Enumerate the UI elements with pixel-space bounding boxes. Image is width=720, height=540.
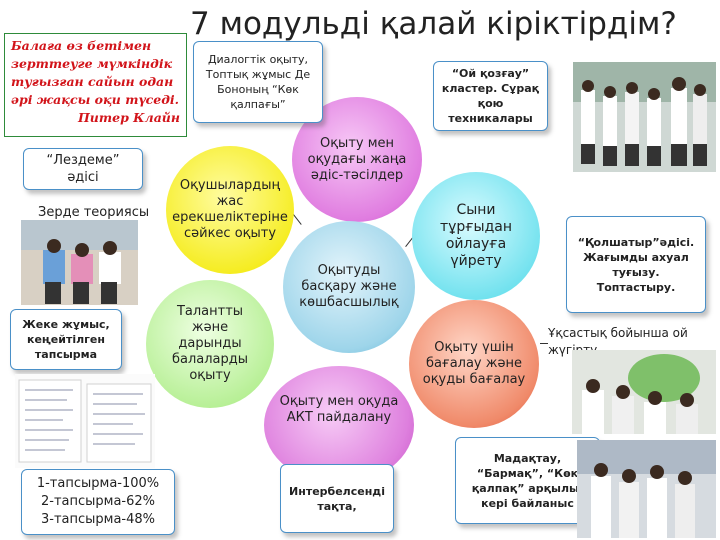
quote-line: әрі жақсы оқи түседі. xyxy=(11,92,179,107)
label-zerde: Зерде теориясы xyxy=(38,205,150,220)
box-interbel: Интербелсенді тақта, xyxy=(280,464,394,533)
quote-line: туғызған сайын одан xyxy=(11,74,174,89)
quote-author: Питер Клайн xyxy=(78,110,180,125)
group-work-photo xyxy=(572,350,716,434)
box-madaqtau: Мадақтау, “Бармақ”, “Көк қалпақ” арқылы,… xyxy=(455,437,600,524)
children-photo xyxy=(21,220,138,305)
circle-gifted-children: Талантты және дарынды балаларды оқыту xyxy=(146,280,274,408)
box-zheke: Жеке жұмыс, кеңейтілген тапсырма xyxy=(10,309,122,370)
quote-box: Балаға өз бетімен зерттеуге мүмкіндік ту… xyxy=(4,33,187,137)
students-activity-photo xyxy=(577,440,716,538)
circle-assessment: Оқыту үшін бағалау және оқуды бағалау xyxy=(409,300,539,428)
box-dialog: Диалогтік оқыту, Топтық жұмыс Де Бононың… xyxy=(193,41,323,123)
slide-title: 7 модульді қалай кіріктірдім? xyxy=(190,6,677,42)
box-oi-qozgau: “Ой қозғау” кластер. Сұрақ қою техникала… xyxy=(433,61,548,131)
result-line: 3-тапсырма-48% xyxy=(40,512,156,527)
worksheet-photo xyxy=(15,374,155,468)
box-lezdeme: “Лездеме” әдісі xyxy=(23,148,143,190)
box-results: 1-тапсырма-100% 2-тапсырма-62% 3-тапсырм… xyxy=(21,469,175,535)
classroom-photo xyxy=(573,62,716,172)
box-kolshatyr: “Қолшатыр”әдісі. Жағымды ахуал туғызу. Т… xyxy=(566,216,706,313)
circle-age-features: Оқушылардың жас ерекшеліктеріне сәйкес о… xyxy=(166,146,294,274)
circle-critical-thinking: Сыни тұрғыдан ойлауға үйрету xyxy=(412,172,540,300)
connector-line xyxy=(540,343,548,345)
quote-line: Балаға өз бетімен xyxy=(11,38,152,53)
result-line: 1-тапсырма-100% xyxy=(36,476,160,491)
circle-leadership: Оқытуды басқару және көшбасшылық xyxy=(283,221,415,353)
result-line: 2-тапсырма-62% xyxy=(40,494,156,509)
quote-line: зерттеуге мүмкіндік xyxy=(11,56,173,71)
